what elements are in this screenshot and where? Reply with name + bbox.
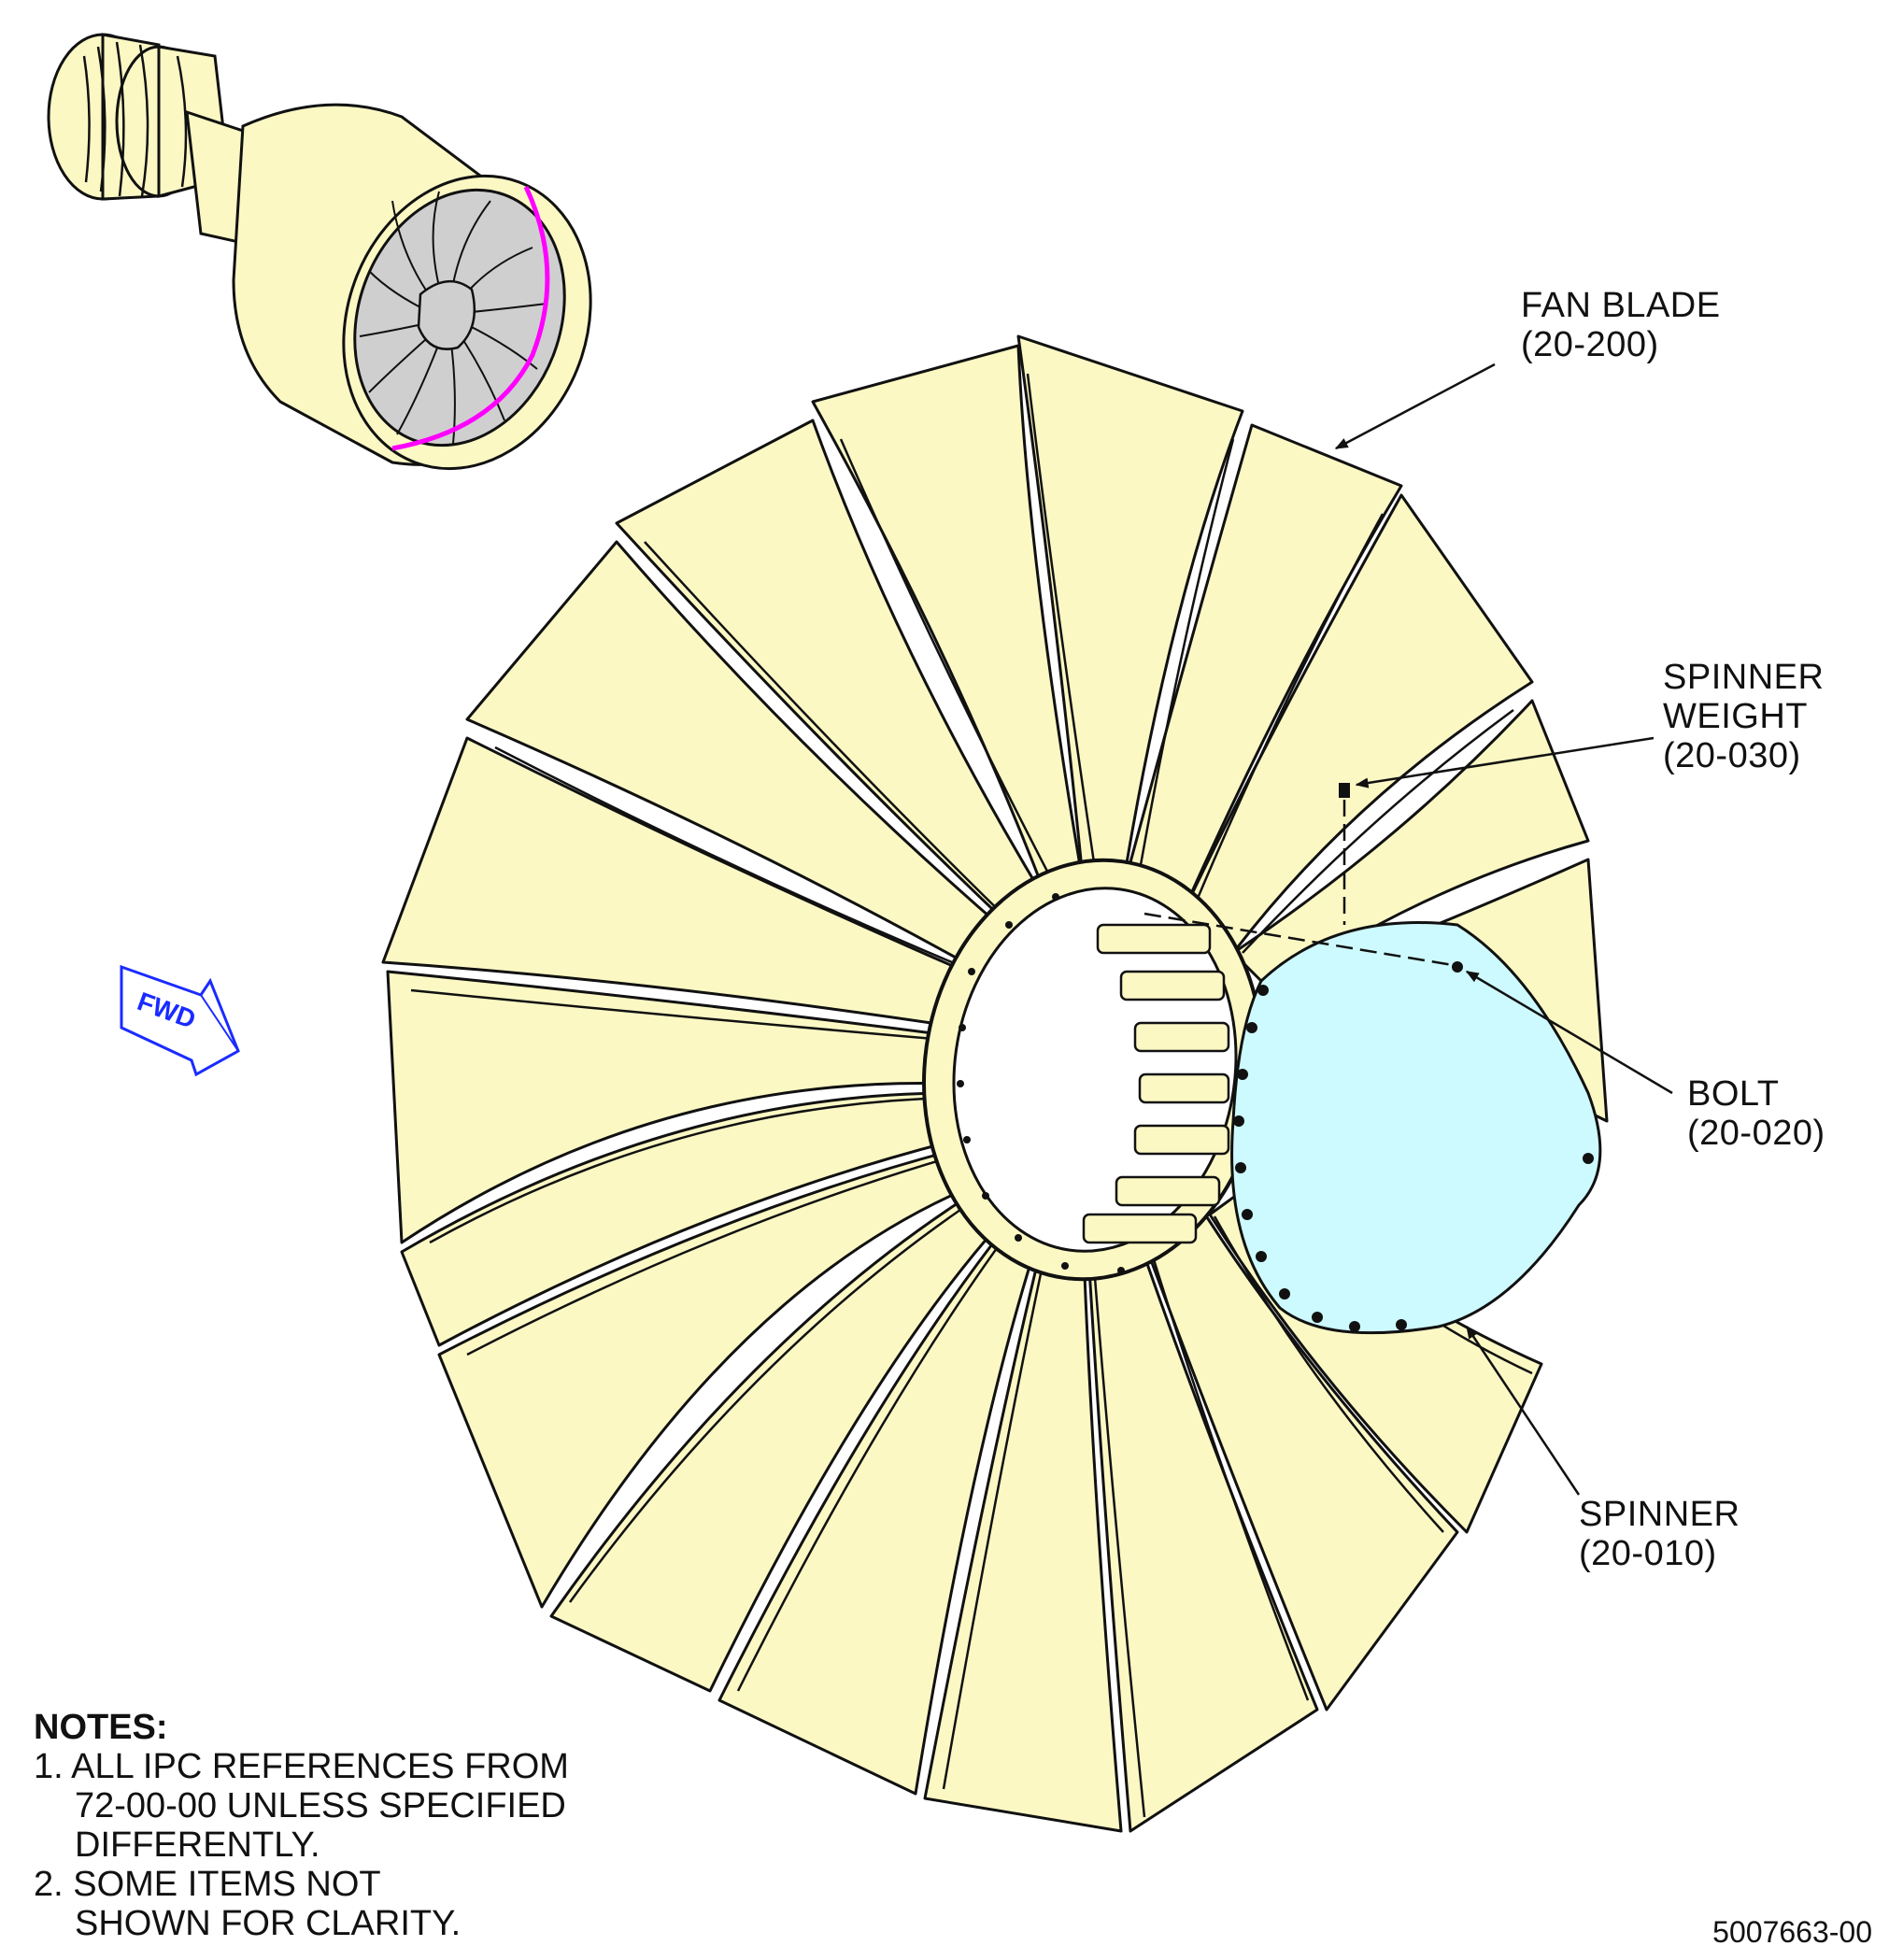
bolt-detail (1452, 961, 1463, 973)
callout-fan-blade-ref: (20-200) (1521, 325, 1659, 364)
callout-bolt-name: BOLT (1687, 1074, 1780, 1114)
callout-spinner-name: SPINNER (1579, 1495, 1740, 1534)
spinner (1143, 783, 1602, 1335)
note-1-line-3: DIFFERENTLY. (75, 1825, 320, 1865)
fan-blade (1175, 493, 1534, 955)
fan-hub (922, 858, 1264, 1282)
callout-spinner-ref: (20-010) (1579, 1534, 1717, 1573)
callout-bolt-ref: (20-020) (1687, 1114, 1825, 1153)
callout-spinner-weight-name-2: WEIGHT (1663, 697, 1808, 736)
note-2-line-1: 2. SOME ITEMS NOT (34, 1865, 381, 1904)
spinner-weight-detail (1339, 783, 1350, 798)
spinner-weight-leader (1355, 736, 1655, 788)
fan-blade (923, 1243, 1123, 1833)
fan-blade (465, 540, 1006, 973)
hub-bolt-holes (957, 893, 1125, 1274)
callout-spinner: SPINNER (20-010) (1579, 1495, 1740, 1573)
fan-blade (437, 1147, 973, 1609)
fwd-arrow-icon (120, 964, 240, 1077)
fan-blade (386, 970, 964, 1244)
fan-blade (381, 736, 978, 1030)
forward-direction-marker: FWD (120, 964, 240, 1077)
callout-spinner-weight-ref: (20-030) (1663, 736, 1801, 775)
callout-fan-blade: FAN BLADE (20-200) (1521, 286, 1721, 364)
engine-inset (47, 33, 592, 471)
fan-blade (717, 1227, 1039, 1796)
note-2-line-2: SHOWN FOR CLARITY. (75, 1904, 462, 1943)
callout-spinner-weight: SPINNER WEIGHT (20-030) (1663, 658, 1824, 775)
blade-detail-lines (410, 373, 1533, 1818)
hub-dovetail-slots (1082, 923, 1230, 1244)
callout-fan-blade-name: FAN BLADE (1521, 286, 1721, 325)
fan-blade (615, 419, 1048, 927)
figure-id: 5007663-00 (1712, 1915, 1872, 1949)
notes-title: NOTES: (34, 1708, 168, 1747)
bolt-leader (1465, 970, 1673, 1095)
leader-lines (1334, 362, 1673, 1496)
engine-core-shaft (47, 33, 245, 245)
callout-spinner-weight-name-1: SPINNER (1663, 658, 1825, 697)
fan-blades (381, 334, 1609, 1833)
inset-highlight-arc (391, 185, 550, 451)
spinner-cone (1230, 921, 1602, 1335)
fan-blade (1087, 1241, 1319, 1833)
bolt-exploded-path (1143, 912, 1454, 967)
fan-blade-leader (1334, 362, 1496, 450)
inset-spinner-cone (417, 279, 476, 350)
fan-blade (549, 1189, 1001, 1693)
notes-block: NOTES: 1. ALL IPC REFERENCES FROM 72-00-… (34, 1708, 569, 1943)
note-1-line-2: 72-00-00 UNLESS SPECIFIED (75, 1786, 566, 1825)
note-1-line-1: 1. ALL IPC REFERENCES FROM (34, 1747, 569, 1786)
fan-blade (1016, 334, 1244, 899)
callout-bolt: BOLT (20-020) (1687, 1074, 1825, 1153)
spinner-bolts (1233, 985, 1594, 1332)
fan-blade (400, 1091, 959, 1347)
spinner-leader (1465, 1325, 1581, 1496)
